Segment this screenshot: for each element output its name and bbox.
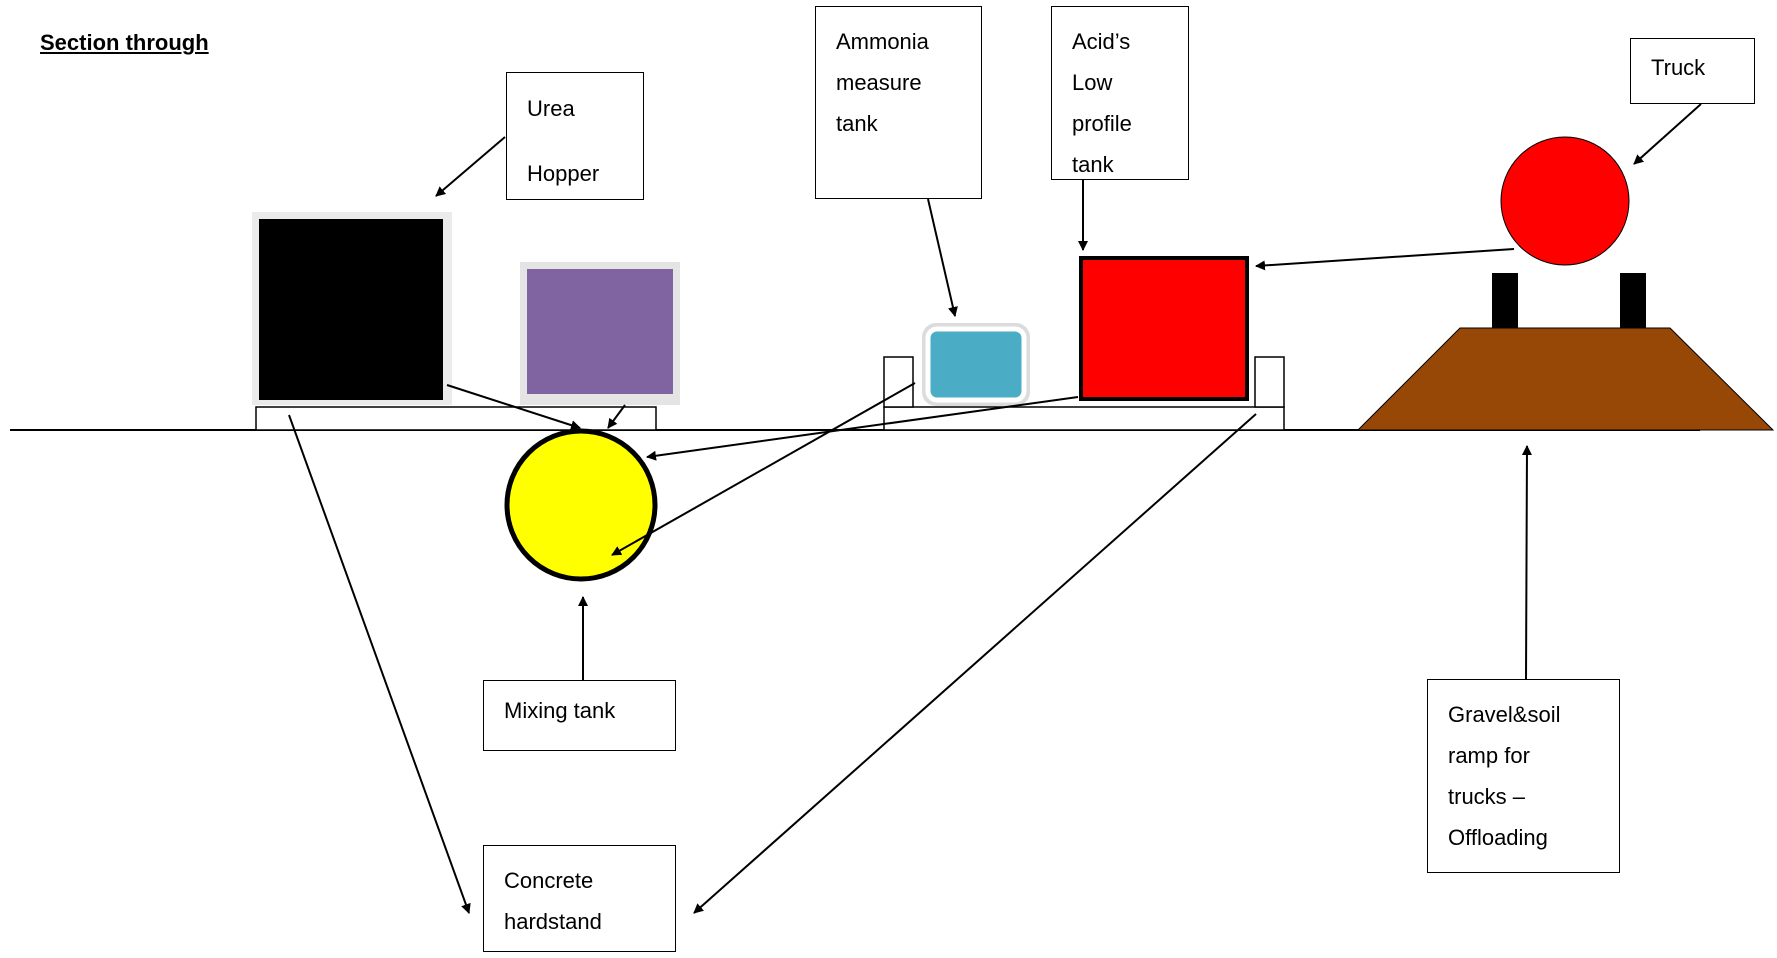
label-text: trucks –: [1448, 784, 1526, 809]
label-concrete-hardstand: Concrete hardstand: [483, 845, 676, 952]
arrow-acid-to-mixing: [646, 396, 1079, 461]
label-text: Offloading: [1448, 825, 1548, 850]
label-truck: Truck: [1630, 38, 1755, 104]
label-gravel-ramp: Gravel&soil ramp for trucks – Offloading: [1427, 679, 1620, 873]
arrow-ramp-label-to-ramp: [1521, 445, 1532, 680]
label-text: Urea: [527, 96, 575, 121]
concrete-slab-left: [255, 406, 657, 431]
bund-wall-right: [1254, 356, 1285, 408]
label-text: Gravel&soil: [1448, 702, 1561, 727]
label-text: Acid’s: [1072, 29, 1131, 54]
arrow-hopper-to-mixing: [446, 384, 581, 430]
diagram-title: Section through: [40, 30, 209, 55]
label-ammonia-tank: Ammonia measure tank: [815, 6, 982, 199]
label-text: tank: [1072, 152, 1114, 177]
label-urea-hopper: Urea Hopper: [506, 72, 644, 200]
label-text: measure: [836, 70, 922, 95]
label-text: tank: [836, 111, 878, 136]
ammonia-tank: [925, 326, 1027, 403]
label-acids-tank: Acid’s Low profile tank: [1051, 6, 1189, 180]
arrow-purple-to-mixing: [607, 404, 626, 429]
arrow-truck-label-to-truck: [1633, 103, 1702, 165]
urea-hopper: [259, 219, 443, 400]
label-text: Truck: [1651, 55, 1706, 80]
arrow-ammonia-label-to-tank: [927, 198, 958, 317]
label-text: ramp for: [1448, 743, 1530, 768]
arrow-urea-label-to-hopper: [435, 136, 506, 197]
label-text: profile: [1072, 111, 1132, 136]
mixing-tank: [504, 428, 658, 582]
gravel-ramp: [1356, 327, 1775, 431]
concrete-slab-right: [883, 406, 1285, 431]
arrow-ammonia-to-mixing: [611, 382, 916, 556]
bund-wall-left: [883, 356, 914, 408]
arrow-slab-left-to-concrete: [288, 414, 471, 914]
label-text: hardstand: [504, 909, 602, 934]
label-text: Ammonia: [836, 29, 929, 54]
purple-tank: [527, 269, 673, 394]
arrow-slab-right-to-concrete: [693, 413, 1257, 914]
truck-wheel-right: [1620, 273, 1646, 328]
label-text: Mixing tank: [504, 698, 616, 723]
arrow-truck-to-acid: [1255, 248, 1515, 271]
label-text: Concrete: [504, 868, 594, 893]
truck-wheel-left: [1492, 273, 1518, 328]
label-text: Hopper: [527, 161, 600, 186]
truck: [1500, 136, 1630, 266]
acid-tank: [1079, 256, 1249, 401]
label-text: Low: [1072, 70, 1113, 95]
label-mixing-tank: Mixing tank: [483, 680, 676, 751]
